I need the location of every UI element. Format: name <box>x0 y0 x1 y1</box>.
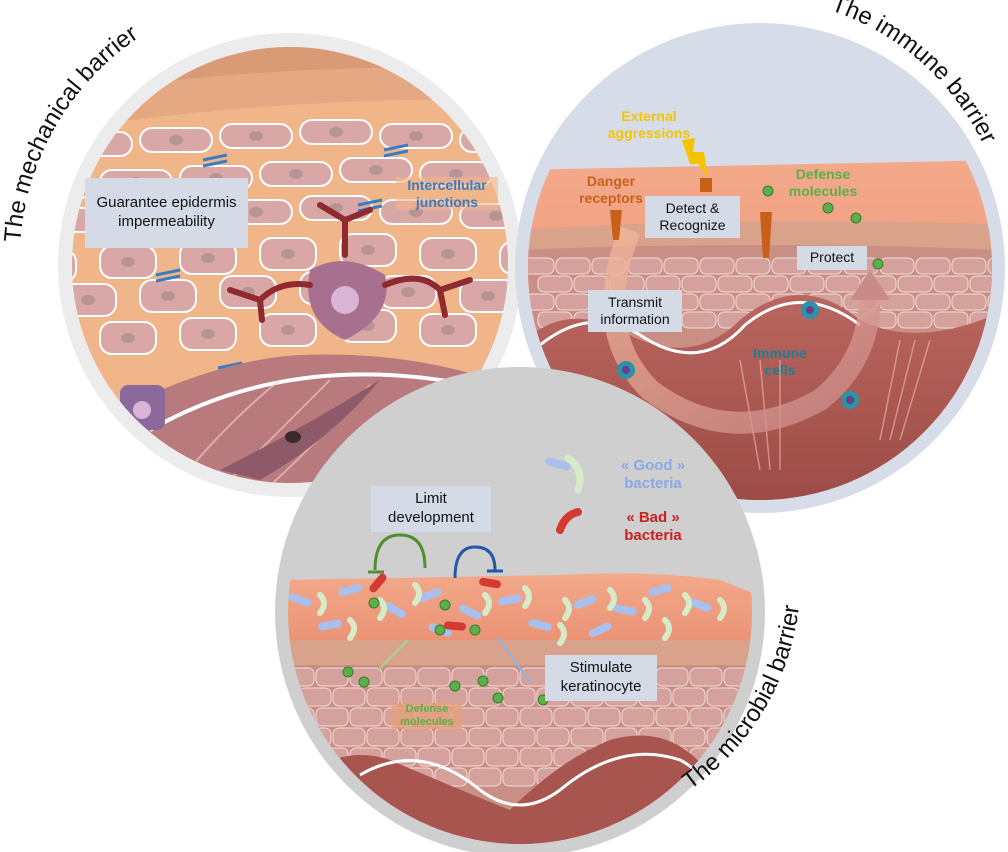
limit-development-box: Limit development <box>371 486 491 532</box>
immune-cells-label: Immune cells <box>753 345 807 378</box>
bad-bacteria <box>444 621 466 631</box>
good-bacteria-rod <box>288 593 312 607</box>
good-bacteria-rod <box>573 595 597 609</box>
good-bacteria-rod <box>418 588 442 602</box>
good-bacteria-curved <box>682 592 692 616</box>
good-bacteria-rod <box>338 583 362 597</box>
good-bacteria-curved <box>662 617 672 641</box>
bad-bacteria <box>479 577 501 589</box>
danger-receptor-icons <box>610 178 772 258</box>
lightning-bolt-icon <box>682 138 708 178</box>
good-bacteria-curved <box>642 597 652 621</box>
good-bacteria-curved <box>347 617 357 641</box>
detect-recognize-box: Detect & Recognize <box>645 196 740 238</box>
bad-bacteria <box>369 573 387 593</box>
bad-bacteria-label: « Bad » bacteria <box>624 509 682 544</box>
good-bacteria-rod <box>648 583 672 597</box>
intercellular-junction-icon <box>155 268 181 283</box>
good-bacteria-rod <box>588 622 612 638</box>
danger-receptors-label: Danger receptors <box>579 173 643 206</box>
defense-molecule <box>469 624 481 636</box>
good-bacteria-curved <box>377 597 387 621</box>
stimulate-keratinocyte-box: Stimulate keratinocyte <box>545 655 657 701</box>
inhibit-arc-blue <box>453 545 497 579</box>
transmit-information-box: Transmit information <box>588 290 682 332</box>
intercellular-junction-icon <box>202 153 228 168</box>
defense-molecule <box>434 624 446 636</box>
good-bacteria-rod <box>528 618 552 632</box>
good-bacteria-curved <box>482 592 492 616</box>
good-bacteria-rod <box>458 604 482 620</box>
mechanical-function-box: Guarantee epidermis impermeability <box>85 178 248 248</box>
good-bacteria-curved-icon <box>564 454 584 494</box>
good-bacteria-rod <box>688 598 712 612</box>
good-bacteria-rod <box>498 594 522 606</box>
protect-box: Protect <box>797 246 867 270</box>
good-bacteria-label: « Good » bacteria <box>620 457 686 492</box>
external-aggressions-label: External aggressions <box>607 108 691 141</box>
good-bacteria-rod-icon <box>545 457 571 471</box>
immune-defense-molecules-label: Defense molecules <box>788 166 858 199</box>
good-bacteria-curved <box>562 597 572 621</box>
inhibit-arc-green <box>373 533 427 571</box>
good-bacteria-rod <box>613 604 637 616</box>
intercellular-junction-icon <box>383 143 409 158</box>
good-bacteria-curved <box>317 592 327 616</box>
good-bacteria-curved <box>412 582 422 606</box>
good-bacteria-curved <box>607 587 617 611</box>
good-bacteria-rod <box>318 619 342 631</box>
good-bacteria-curved <box>557 622 567 646</box>
keratinocyte-cell <box>0 288 36 320</box>
good-bacteria-curved <box>717 597 727 621</box>
microbial-defense-molecules-label: Defense molecules <box>392 703 462 729</box>
bacteria-layer <box>288 573 727 646</box>
immune-cell-icons <box>617 301 859 409</box>
defense-molecule <box>439 599 451 611</box>
good-bacteria-curved <box>522 585 532 609</box>
keratinocyte-cell <box>499 241 508 275</box>
defense-molecule-icons <box>762 185 884 270</box>
bad-bacteria-icon <box>556 508 582 534</box>
defense-molecule <box>368 597 380 609</box>
immune-epidermis-cells <box>528 257 992 329</box>
intercellular-junctions-label: Intercellular junctions <box>396 177 498 211</box>
keratinocyte-cell <box>72 249 77 283</box>
good-bacteria-rod <box>384 602 406 618</box>
